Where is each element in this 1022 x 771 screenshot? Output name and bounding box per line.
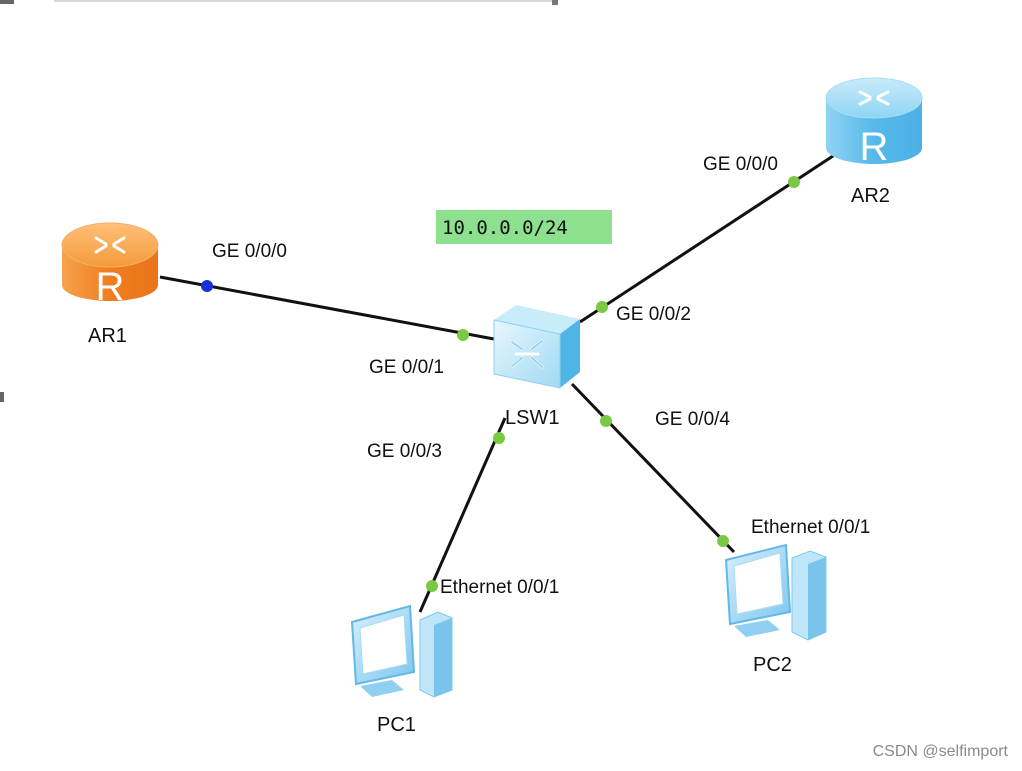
port-indicators: [201, 176, 800, 592]
lsw1-label: LSW1: [505, 407, 559, 429]
svg-text:R: R: [96, 265, 125, 309]
device-ar2[interactable]: R AR2: [825, 77, 923, 207]
subnet-label: 10.0.0.0/24: [442, 217, 568, 239]
subnet-annotation[interactable]: 10.0.0.0/24: [436, 210, 612, 244]
port-label-ar2-ge000: GE 0/0/0: [703, 154, 778, 175]
device-pc2[interactable]: PC2: [724, 543, 827, 676]
svg-text:R: R: [860, 125, 889, 169]
port-dot-lsw1-ge004[interactable]: [600, 415, 612, 427]
port-dot-pc2-eth001[interactable]: [717, 535, 729, 547]
link-pc1-lsw1[interactable]: [418, 417, 507, 613]
port-label-lsw1-ge004: GE 0/0/4: [655, 409, 730, 430]
switch-icon: [493, 305, 580, 389]
port-label-ar1-ge000: GE 0/0/0: [212, 241, 287, 262]
port-label-pc1-eth001: Ethernet 0/0/1: [440, 577, 559, 598]
port-dot-ar1-ge000[interactable]: [201, 280, 213, 292]
device-pc1[interactable]: PC1: [350, 604, 453, 736]
port-dot-ar2-ge000[interactable]: [788, 176, 800, 188]
watermark: CSDN @selfimport: [873, 743, 1009, 760]
port-label-lsw1-ge001: GE 0/0/1: [369, 357, 444, 378]
link-ar1-lsw1[interactable]: [159, 275, 495, 341]
router-icon: R: [825, 77, 923, 169]
port-labels: GE 0/0/0 GE 0/0/1 GE 0/0/0 GE 0/0/2 GE 0…: [212, 154, 870, 598]
port-dot-lsw1-ge003[interactable]: [493, 432, 505, 444]
pc1-label: PC1: [377, 714, 416, 736]
pc-icon: [724, 543, 827, 641]
port-label-lsw1-ge002: GE 0/0/2: [616, 304, 691, 325]
ar2-label: AR2: [851, 185, 890, 207]
router-icon: R: [61, 222, 159, 309]
frame-marks: [0, 0, 558, 402]
port-dot-lsw1-ge001[interactable]: [457, 329, 469, 341]
port-dot-pc1-eth001[interactable]: [426, 580, 438, 592]
ar1-label: AR1: [88, 325, 127, 347]
device-ar1[interactable]: R AR1: [61, 222, 159, 347]
port-label-lsw1-ge003: GE 0/0/3: [367, 441, 442, 462]
pc-icon: [350, 604, 453, 698]
pc2-label: PC2: [753, 654, 792, 676]
device-lsw1[interactable]: LSW1: [493, 305, 580, 429]
link-pc2-lsw1[interactable]: [570, 382, 736, 554]
port-dot-lsw1-ge002[interactable]: [596, 301, 608, 313]
port-label-pc2-eth001: Ethernet 0/0/1: [751, 517, 870, 538]
subnet-label-bg: [436, 210, 612, 244]
